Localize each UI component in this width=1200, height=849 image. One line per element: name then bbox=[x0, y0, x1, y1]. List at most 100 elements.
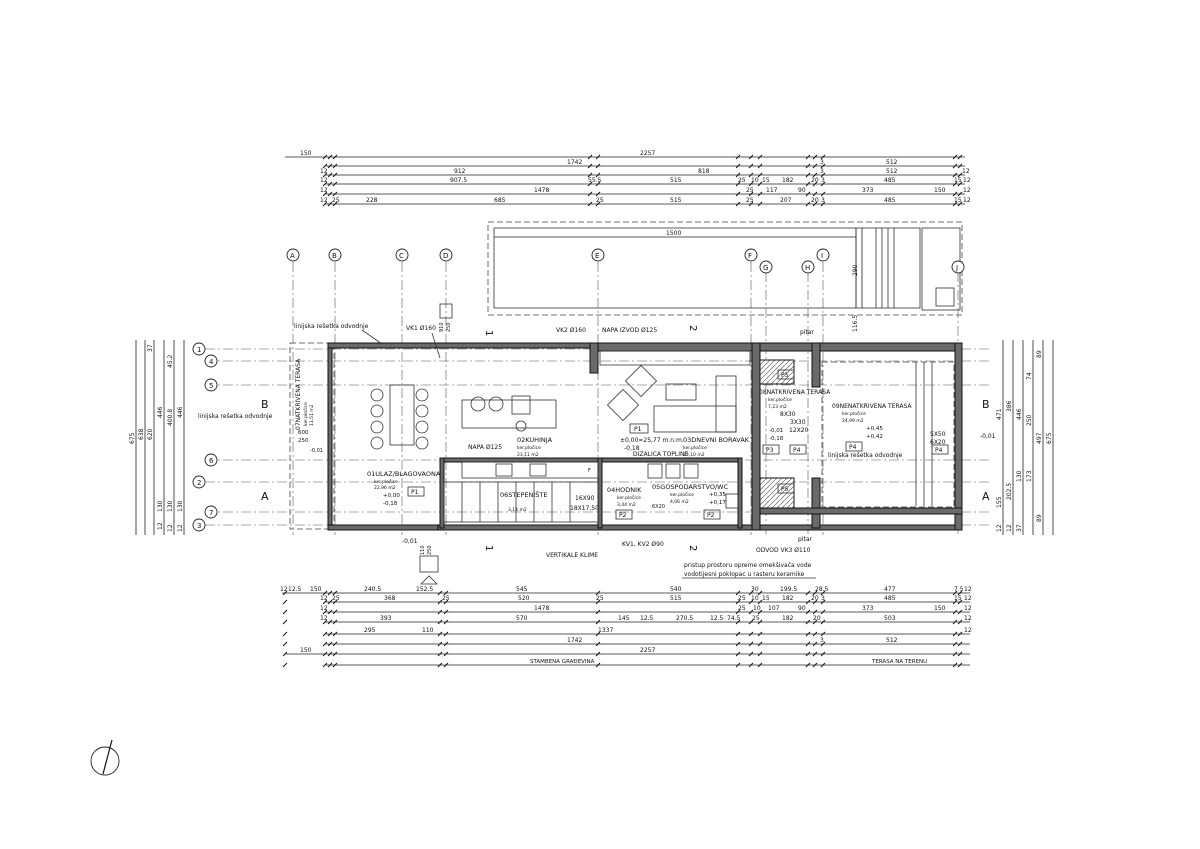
dim-label: 12 bbox=[320, 177, 328, 184]
dim-label: 295 bbox=[364, 627, 376, 634]
dim-label: 512 bbox=[886, 637, 898, 644]
room-08-level2: -0,18 bbox=[769, 436, 784, 442]
dimension-tick bbox=[957, 181, 963, 187]
dim-label: 12 bbox=[157, 522, 164, 530]
dimension-tick bbox=[812, 641, 818, 647]
dimension-tick bbox=[748, 163, 754, 169]
dimension-tick bbox=[748, 631, 754, 637]
dim-label: 145 bbox=[618, 615, 630, 622]
dimension-tick bbox=[595, 181, 601, 187]
dimension-tick bbox=[757, 651, 763, 657]
dim-label: 12 bbox=[964, 595, 972, 602]
axis-label: G bbox=[763, 264, 768, 272]
section-2-top: 2 bbox=[687, 325, 698, 331]
dimension-tick bbox=[952, 154, 958, 160]
dim-label: 512 bbox=[886, 168, 898, 175]
dim-label: 12 bbox=[320, 197, 328, 204]
dim-label: 373 bbox=[862, 187, 874, 194]
dimension-tick bbox=[748, 154, 754, 160]
dimension-tick bbox=[327, 154, 333, 160]
stair-dim-1: 16X90 bbox=[575, 495, 595, 502]
dimension-tick bbox=[437, 641, 443, 647]
dimension-tick bbox=[327, 609, 333, 615]
drain-grate-left: linijska rešetka odvodnje bbox=[198, 413, 273, 420]
dim-label: 3 bbox=[821, 197, 825, 204]
dimension-tick bbox=[757, 590, 763, 596]
dimension-tick bbox=[735, 599, 741, 605]
dimension-tick bbox=[812, 631, 818, 637]
axis-label: C bbox=[399, 252, 404, 260]
drain-grate-top: linijska rešetka odvodnje bbox=[294, 323, 369, 330]
dimension-tick bbox=[437, 590, 443, 596]
dim-label: 12 bbox=[320, 187, 328, 194]
dim-label: 15 bbox=[762, 595, 770, 602]
dimension-tick bbox=[443, 662, 449, 668]
dimension-tick bbox=[443, 651, 449, 657]
section-a-left: A bbox=[261, 490, 269, 503]
dimension-tick bbox=[805, 590, 811, 596]
axis-label: H bbox=[805, 264, 810, 272]
dimension-tick bbox=[820, 172, 826, 178]
dimension-tick bbox=[332, 641, 338, 647]
dim-label: 15 bbox=[954, 197, 962, 204]
dimension-tick bbox=[952, 662, 958, 668]
tag-p5-top: P5 bbox=[781, 372, 789, 379]
window-6x20-b: 6X20 bbox=[652, 504, 665, 510]
dim-label: 25 bbox=[738, 595, 746, 602]
section-1-bottom: 1 bbox=[483, 545, 494, 551]
dim-label: 3 bbox=[821, 177, 825, 184]
dimension-tick bbox=[332, 201, 338, 207]
dim-label: 675 bbox=[129, 432, 136, 444]
entry-level: -0,01 bbox=[402, 538, 418, 545]
dim-label: 12 bbox=[963, 197, 971, 204]
dimension-tick bbox=[595, 163, 601, 169]
dimension-tick bbox=[805, 631, 811, 637]
row-axis-bubbles: 1 4 5 6 2 7 3 bbox=[192, 342, 218, 532]
top-dimension-chains: 150 2257 1742 3 512 12 912 818 3 512 12 … bbox=[285, 150, 971, 207]
dimension-tick bbox=[327, 599, 333, 605]
vk1-label: VK1 Ø160 bbox=[406, 325, 436, 332]
dimension-tick bbox=[952, 201, 958, 207]
softener-access-label-2: vodotijesni poklopac u rasteru keramike bbox=[684, 571, 805, 578]
dimension-tick bbox=[327, 191, 333, 197]
dimension-tick bbox=[757, 599, 763, 605]
dim-label: 907.5 bbox=[450, 177, 467, 184]
window-12x20: 12X20 bbox=[789, 427, 809, 434]
dimension-tick bbox=[805, 599, 811, 605]
dim-label: 150 bbox=[300, 647, 312, 654]
dimension-tick bbox=[322, 662, 328, 668]
dimension-tick bbox=[595, 154, 601, 160]
dimension-tick bbox=[812, 191, 818, 197]
dimension-tick bbox=[820, 163, 826, 169]
width-600: 600 bbox=[298, 430, 309, 436]
dim-label: 182 bbox=[782, 615, 794, 622]
dimension-tick bbox=[957, 662, 963, 668]
dimension-tick bbox=[805, 201, 811, 207]
dim-label: 182 bbox=[782, 177, 794, 184]
dimension-tick bbox=[812, 651, 818, 657]
dimension-tick bbox=[748, 641, 754, 647]
dim-label: 12 bbox=[320, 168, 328, 175]
dimension-tick bbox=[282, 651, 288, 657]
dimension-tick bbox=[957, 599, 963, 605]
room-02-name: 02KUHINJA bbox=[517, 436, 553, 444]
dim-label: 15 bbox=[762, 177, 770, 184]
dimension-tick bbox=[332, 154, 338, 160]
dim-label: 55.5 bbox=[588, 177, 602, 184]
dim-label: 150 bbox=[934, 605, 946, 612]
pool-depth-label: 290 bbox=[852, 264, 859, 276]
dim-label: 685 bbox=[494, 197, 506, 204]
dimension-tick bbox=[595, 191, 601, 197]
dimension-tick bbox=[757, 172, 763, 178]
dim-label: 1742 bbox=[567, 159, 582, 166]
room-05-level1: +0,35 bbox=[709, 492, 726, 498]
dim-label: 15 bbox=[954, 177, 962, 184]
dimension-tick bbox=[757, 191, 763, 197]
dimension-tick bbox=[443, 631, 449, 637]
dim-label: 150 bbox=[310, 586, 322, 593]
dim-label: 540 bbox=[670, 586, 682, 593]
dimension-tick bbox=[757, 154, 763, 160]
dimension-tick bbox=[805, 609, 811, 615]
dimension-tick bbox=[443, 590, 449, 596]
dim-label: 270.5 bbox=[676, 615, 693, 622]
